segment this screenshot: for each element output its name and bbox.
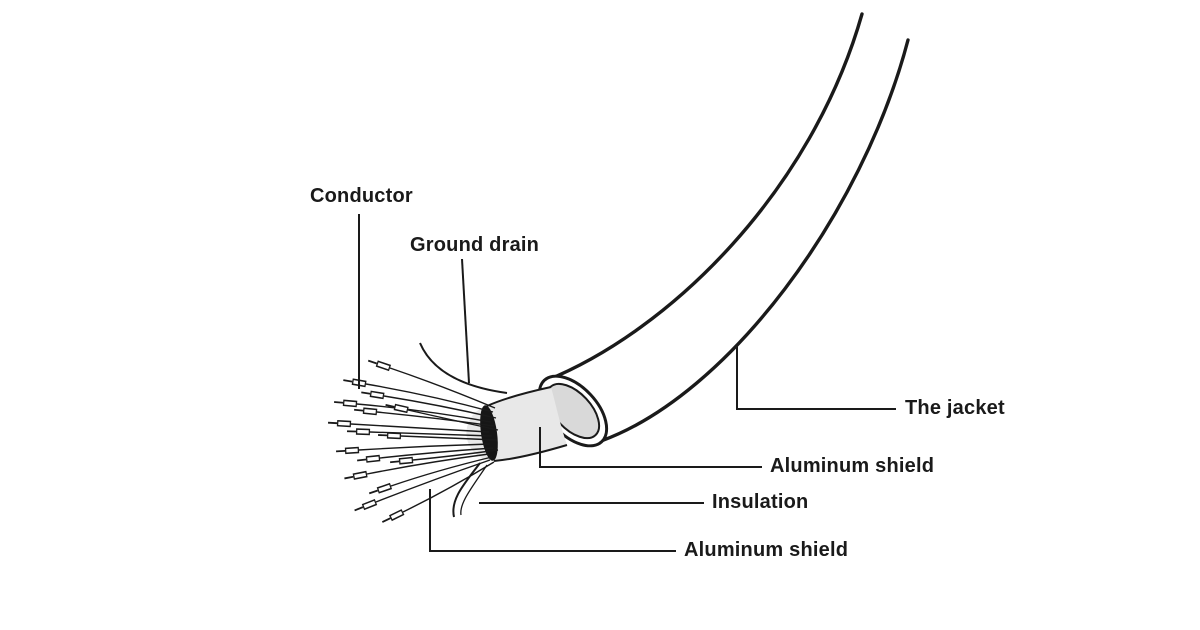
ground-drain-arc — [419, 342, 508, 394]
leader-lines — [358, 214, 896, 552]
leader-aluminum-shield-bottom — [429, 489, 676, 552]
shield-bottom-edge — [493, 444, 568, 462]
leader-aluminum-shield-top — [539, 427, 762, 468]
label-insulation: Insulation — [712, 491, 809, 513]
jacket — [543, 12, 910, 443]
label-jacket: The jacket — [905, 397, 1005, 419]
jacket-inner-edge — [599, 38, 910, 443]
ground-drain-wire-2 — [460, 464, 488, 516]
label-ground-drain: Ground drain — [410, 234, 540, 256]
leader-ground-drain — [461, 258, 470, 384]
leader-jacket — [736, 345, 896, 410]
label-aluminum-shield-top: Aluminum shield — [770, 455, 935, 477]
conductor-wires — [327, 359, 499, 523]
label-conductor: Conductor — [310, 185, 413, 207]
shield-top-edge — [486, 386, 552, 407]
label-aluminum-shield-bottom: Aluminum shield — [684, 539, 849, 561]
ground-drain-wire — [452, 462, 481, 518]
shield-opening — [480, 405, 498, 461]
jacket-outer-edge — [543, 12, 864, 383]
